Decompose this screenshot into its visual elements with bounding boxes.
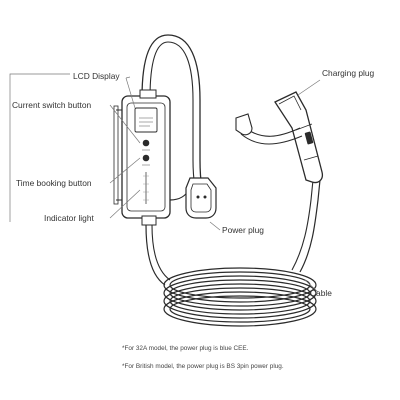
time-booking-button	[142, 154, 150, 166]
label-charging-plug: Charging plug	[322, 68, 375, 78]
current-switch-button	[142, 139, 150, 151]
lcd-display	[134, 107, 158, 133]
rising-cable	[299, 179, 321, 273]
cable-coil	[163, 267, 317, 327]
power-plug	[185, 177, 217, 219]
label-lcd-display: LCD Display	[73, 71, 120, 81]
charging-plug	[240, 91, 324, 184]
dust-cap	[235, 113, 253, 136]
lower-cable	[145, 224, 166, 286]
label-indicator-light: Indicator light	[44, 213, 94, 223]
footnote-32a: *For 32A model, the power plug is blue C…	[122, 345, 249, 352]
indicator-light	[143, 172, 149, 204]
label-power-plug: Power plug	[222, 225, 264, 235]
lower-cable-inner	[151, 224, 171, 281]
rising-cable-inner	[291, 179, 314, 271]
footnote-british: *For British model, the power plug is BS…	[122, 363, 284, 370]
leader-lines	[9, 73, 321, 293]
label-time-booking-button: Time booking button	[16, 178, 92, 188]
label-cable: Cable	[310, 288, 332, 298]
label-current-switch-button: Current switch button	[12, 100, 92, 110]
